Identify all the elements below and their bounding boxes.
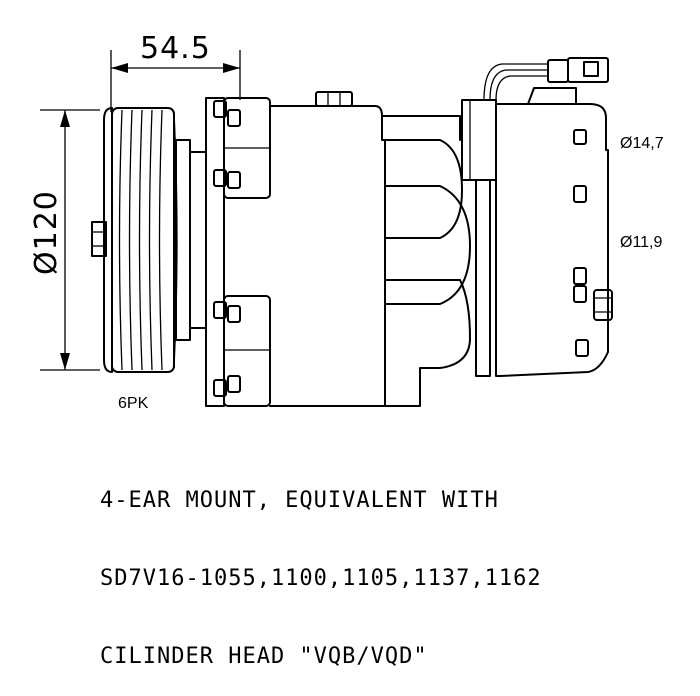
note-line-3: CILINDER HEAD "VQB/VQD" [100,644,428,669]
electrical-connector [483,57,609,101]
width-dimension-label: 54.5 [140,31,211,66]
front-flange [205,97,271,407]
port-small-label: Ø11,9 [620,234,663,251]
note-line-1: 4-EAR MOUNT, EQUIVALENT WITH [100,488,499,513]
compressor-drawing: 54.5 Ø120 [29,31,664,412]
note-line-2: SD7V16-1055,1100,1105,1137,1162 [100,566,542,591]
rear-head [495,87,613,377]
diameter-dimension-label: Ø120 [29,190,64,275]
port-large-label: Ø14,7 [620,135,664,152]
pulley [91,107,207,373]
dimension-diameter: Ø120 [29,109,100,371]
dimension-width: 54.5 [110,31,241,112]
compressor-body [269,91,497,407]
belt-type-label: 6PK [118,395,149,412]
spec-notes: 4-EAR MOUNT, EQUIVALENT WITH SD7V16-1055… [100,436,690,696]
